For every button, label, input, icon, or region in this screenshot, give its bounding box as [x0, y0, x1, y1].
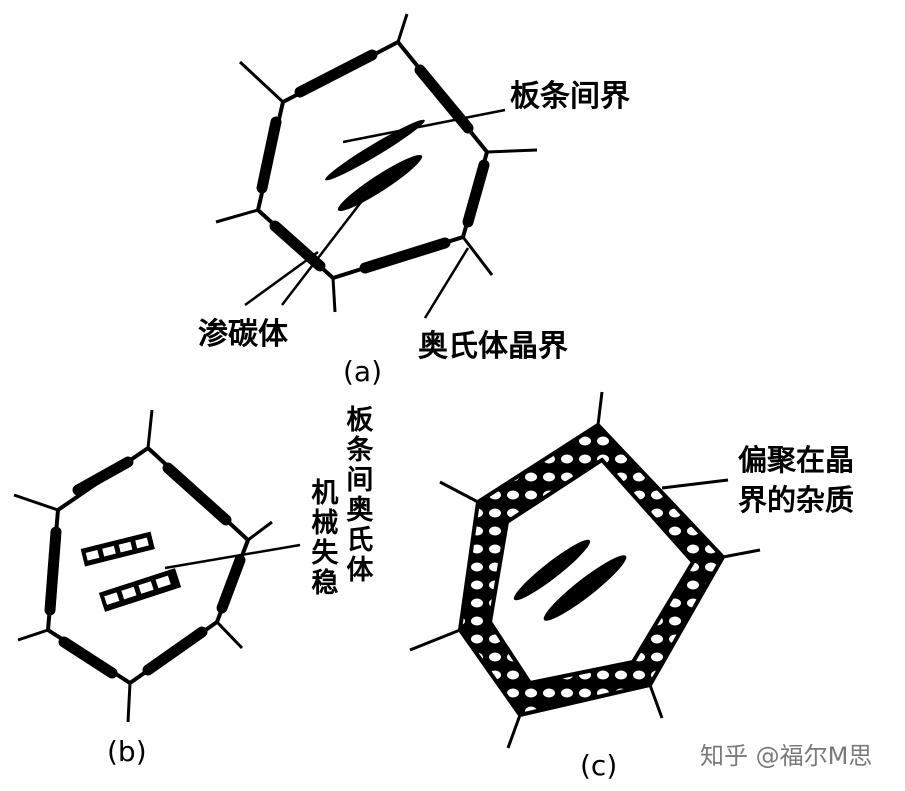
grain-b [13, 409, 301, 723]
caption-b: (b) [107, 735, 147, 768]
label-austenite-grain-boundary: 奥氏体晶界 [418, 329, 568, 364]
leader-b [164, 543, 301, 570]
label-c-line-1: 偏聚在晶 [738, 443, 855, 477]
label-b-column-2: 机械失稳 [306, 478, 338, 598]
caption-c: (c) [580, 749, 618, 782]
leader-c [661, 478, 729, 490]
impurity-band [457, 422, 726, 718]
leader-austenite-gb [423, 247, 470, 319]
label-b-column-1: 板条间奥氏体 [341, 405, 373, 585]
label-carbide: 渗碳体 [198, 317, 288, 352]
grain-c [409, 391, 761, 749]
watermark: 知乎 @福尔M思 [700, 742, 873, 770]
leader-carbide-2 [281, 179, 379, 306]
caption-a: (a) [343, 355, 383, 388]
leader-carbide-1 [244, 250, 319, 307]
grain-a [215, 13, 538, 319]
label-c-line-2: 界的杂质 [738, 483, 855, 517]
label-lath-boundary: 板条间界 [510, 79, 630, 114]
leader-lath-boundary [342, 108, 506, 144]
